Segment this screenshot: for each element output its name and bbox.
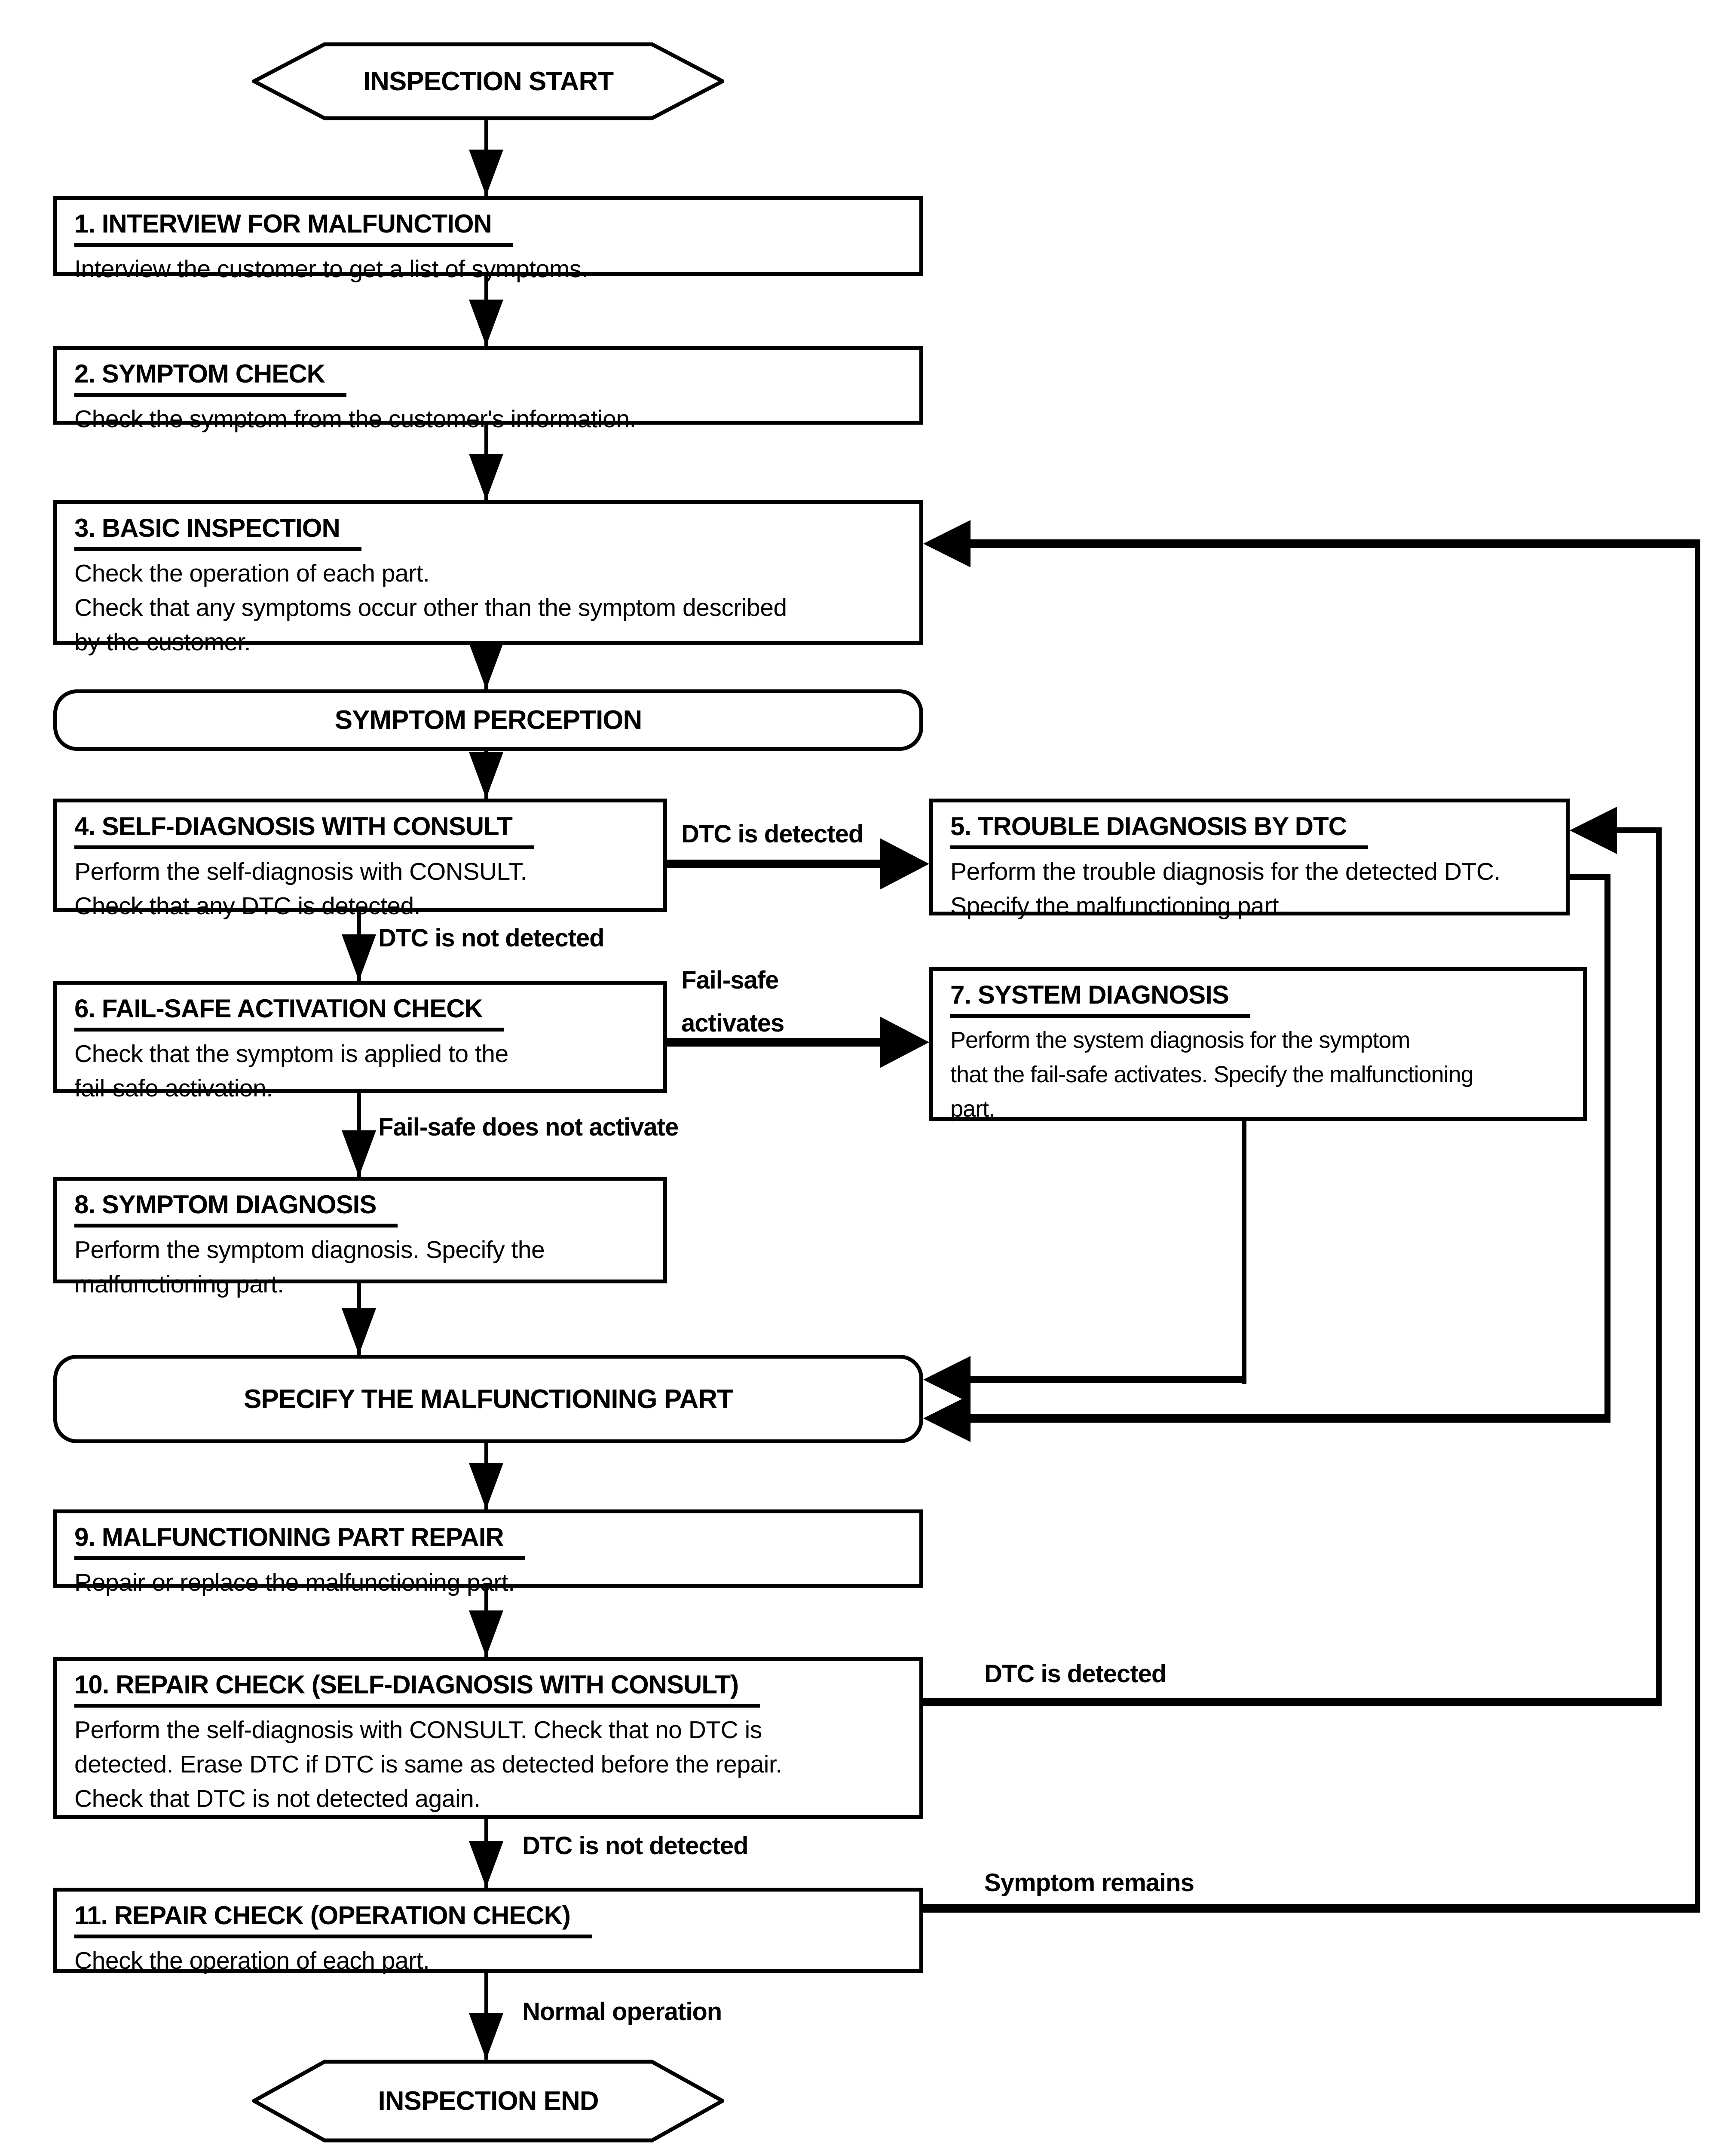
step8-title: 8. SYMPTOM DIAGNOSIS: [74, 1191, 398, 1228]
symptom-perception-label: SYMPTOM PERCEPTION: [334, 705, 643, 735]
feedback-line-step11-horizontal: [923, 1904, 1700, 1913]
step6-text-1: Check that the symptom is applied to the: [74, 1040, 508, 1068]
node-symptom-perception: SYMPTOM PERCEPTION: [53, 689, 923, 751]
step9-title: 9. MALFUNCTIONING PART REPAIR: [74, 1524, 525, 1560]
arrowhead-step5-into-specify: [923, 1395, 971, 1442]
edge-label-fail-safe-activates-line1: Fail-safe: [681, 966, 779, 994]
edge-label-dtc-not-detected-10to11: DTC is not detected: [522, 1832, 749, 1860]
step10-text-2: detected. Erase DTC if DTC is same as de…: [74, 1751, 782, 1778]
edge-line-step6-to-step7: [667, 1038, 882, 1047]
step7-text-3: part.: [950, 1096, 995, 1122]
hexagon-shape: [252, 2060, 724, 2143]
node-step-3: 3. BASIC INSPECTION Check the operation …: [53, 500, 923, 656]
step8-text-1: Perform the symptom diagnosis. Specify t…: [74, 1236, 545, 1264]
arrowhead-into-symptom-perception: [469, 643, 503, 689]
node-step-2: 2. SYMPTOM CHECK Check the symptom from …: [53, 346, 923, 433]
feedback-line-step10-entry: [1613, 827, 1660, 833]
arrowhead-into-step7: [880, 1016, 929, 1068]
arrowhead-step10-into-step5: [1570, 807, 1617, 854]
node-step-10: 10. REPAIR CHECK (SELF-DIAGNOSIS WITH CO…: [53, 1657, 923, 1819]
edge-label-normal-operation: Normal operation: [522, 1998, 722, 2026]
step11-title: 11. REPAIR CHECK (OPERATION CHECK): [74, 1902, 592, 1938]
feedback-line-step10-vertical: [1656, 827, 1662, 1706]
step10-text-1: Perform the self-diagnosis with CONSULT.…: [74, 1716, 762, 1744]
feedback-line-step5-horizontal: [971, 1414, 1610, 1423]
arrowhead-into-step4: [469, 752, 503, 799]
feedback-line-step5-vertical: [1604, 874, 1610, 1423]
inspection-end-terminal: INSPECTION END: [252, 2060, 724, 2143]
edge-label-fail-safe-does-not-activate: Fail-safe does not activate: [378, 1113, 679, 1141]
hexagon-shape: [252, 42, 724, 120]
step2-title: 2. SYMPTOM CHECK: [74, 360, 346, 397]
feedback-line-step7-vertical: [1242, 1121, 1246, 1384]
arrowhead-into-step6: [342, 934, 376, 981]
step7-text-2: that the fail-safe activates. Specify th…: [950, 1062, 1474, 1087]
specify-part-label: SPECIFY THE MALFUNCTIONING PART: [244, 1384, 733, 1414]
node-step-11: 11. REPAIR CHECK (OPERATION CHECK) Check…: [53, 1888, 923, 1975]
arrowhead-into-step8: [342, 1130, 376, 1177]
step5-text-2: Specify the malfunctioning part.: [950, 892, 1286, 920]
arrowhead-into-step11: [469, 1841, 503, 1888]
inspection-start-terminal: INSPECTION START: [252, 42, 724, 120]
step11-text: Check the operation of each part.: [74, 1947, 430, 1975]
step3-text-2: Check that any symptoms occur other than…: [74, 594, 787, 621]
step7-text-1: Perform the system diagnosis for the sym…: [950, 1027, 1410, 1053]
feedback-line-step5-exit: [1570, 874, 1610, 880]
feedback-line-step11-vertical: [1695, 541, 1700, 1913]
step4-text-2: Check that any DTC is detected.: [74, 892, 421, 920]
arrowhead-into-end: [469, 2013, 503, 2060]
step10-text-3: Check that DTC is not detected again.: [74, 1785, 481, 1812]
step6-text-2: fail-safe activation.: [74, 1074, 273, 1102]
edge-label-fail-safe-activates-line2: activates: [681, 1009, 784, 1037]
arrowhead-into-step3: [469, 454, 503, 500]
feedback-line-step7-horizontal: [971, 1376, 1246, 1383]
arrowhead-into-step1: [469, 150, 503, 196]
step5-text-1: Perform the trouble diagnosis for the de…: [950, 858, 1500, 885]
step4-text-1: Perform the self-diagnosis with CONSULT.: [74, 858, 527, 885]
node-step-8: 8. SYMPTOM DIAGNOSIS Perform the symptom…: [53, 1177, 667, 1298]
step4-title: 4. SELF-DIAGNOSIS WITH CONSULT: [74, 813, 534, 849]
step1-title: 1. INTERVIEW FOR MALFUNCTION: [74, 210, 513, 247]
step3-title: 3. BASIC INSPECTION: [74, 514, 361, 551]
arrowhead-into-step2: [469, 300, 503, 346]
step2-text: Check the symptom from the customer's in…: [74, 405, 636, 433]
step5-title: 5. TROUBLE DIAGNOSIS BY DTC: [950, 813, 1368, 849]
step10-title: 10. REPAIR CHECK (SELF-DIAGNOSIS WITH CO…: [74, 1671, 760, 1708]
arrowhead-into-specify: [342, 1308, 376, 1355]
node-step-1: 1. INTERVIEW FOR MALFUNCTION Interview t…: [53, 196, 923, 283]
step3-text-1: Check the operation of each part.: [74, 560, 430, 587]
node-step-9: 9. MALFUNCTIONING PART REPAIR Repair or …: [53, 1509, 923, 1596]
arrowhead-into-step9: [469, 1463, 503, 1509]
inspection-start-label: INSPECTION START: [363, 66, 614, 96]
arrowhead-step11-into-step3: [923, 520, 971, 567]
node-step-4: 4. SELF-DIAGNOSIS WITH CONSULT Perform t…: [53, 799, 667, 920]
edge-line-step4-to-step5: [667, 860, 882, 868]
arrowhead-into-step10: [469, 1610, 503, 1657]
edge-label-dtc-detected-4to5: DTC is detected: [681, 820, 863, 848]
arrowhead-into-step5: [880, 838, 929, 890]
node-step-7: 7. SYSTEM DIAGNOSIS Perform the system d…: [929, 967, 1587, 1122]
feedback-line-step10-horizontal: [923, 1698, 1659, 1706]
edge-label-symptom-remains: Symptom remains: [984, 1869, 1194, 1897]
edge-label-dtc-detected-10to5: DTC is detected: [984, 1660, 1167, 1688]
step1-text: Interview the customer to get a list of …: [74, 255, 588, 283]
step3-text-3: by the customer.: [74, 628, 251, 656]
edge-label-dtc-not-detected-4to6: DTC is not detected: [378, 924, 605, 952]
inspection-end-label: INSPECTION END: [378, 2086, 599, 2116]
step8-text-2: malfunctioning part.: [74, 1270, 284, 1298]
node-specify-part: SPECIFY THE MALFUNCTIONING PART: [53, 1355, 923, 1443]
feedback-line-step11-entry: [971, 539, 1700, 548]
node-step-6: 6. FAIL-SAFE ACTIVATION CHECK Check that…: [53, 981, 667, 1102]
step7-title: 7. SYSTEM DIAGNOSIS: [950, 981, 1250, 1018]
step9-text: Repair or replace the malfunctioning par…: [74, 1569, 515, 1596]
node-step-5: 5. TROUBLE DIAGNOSIS BY DTC Perform the …: [929, 799, 1570, 920]
step6-title: 6. FAIL-SAFE ACTIVATION CHECK: [74, 995, 504, 1032]
